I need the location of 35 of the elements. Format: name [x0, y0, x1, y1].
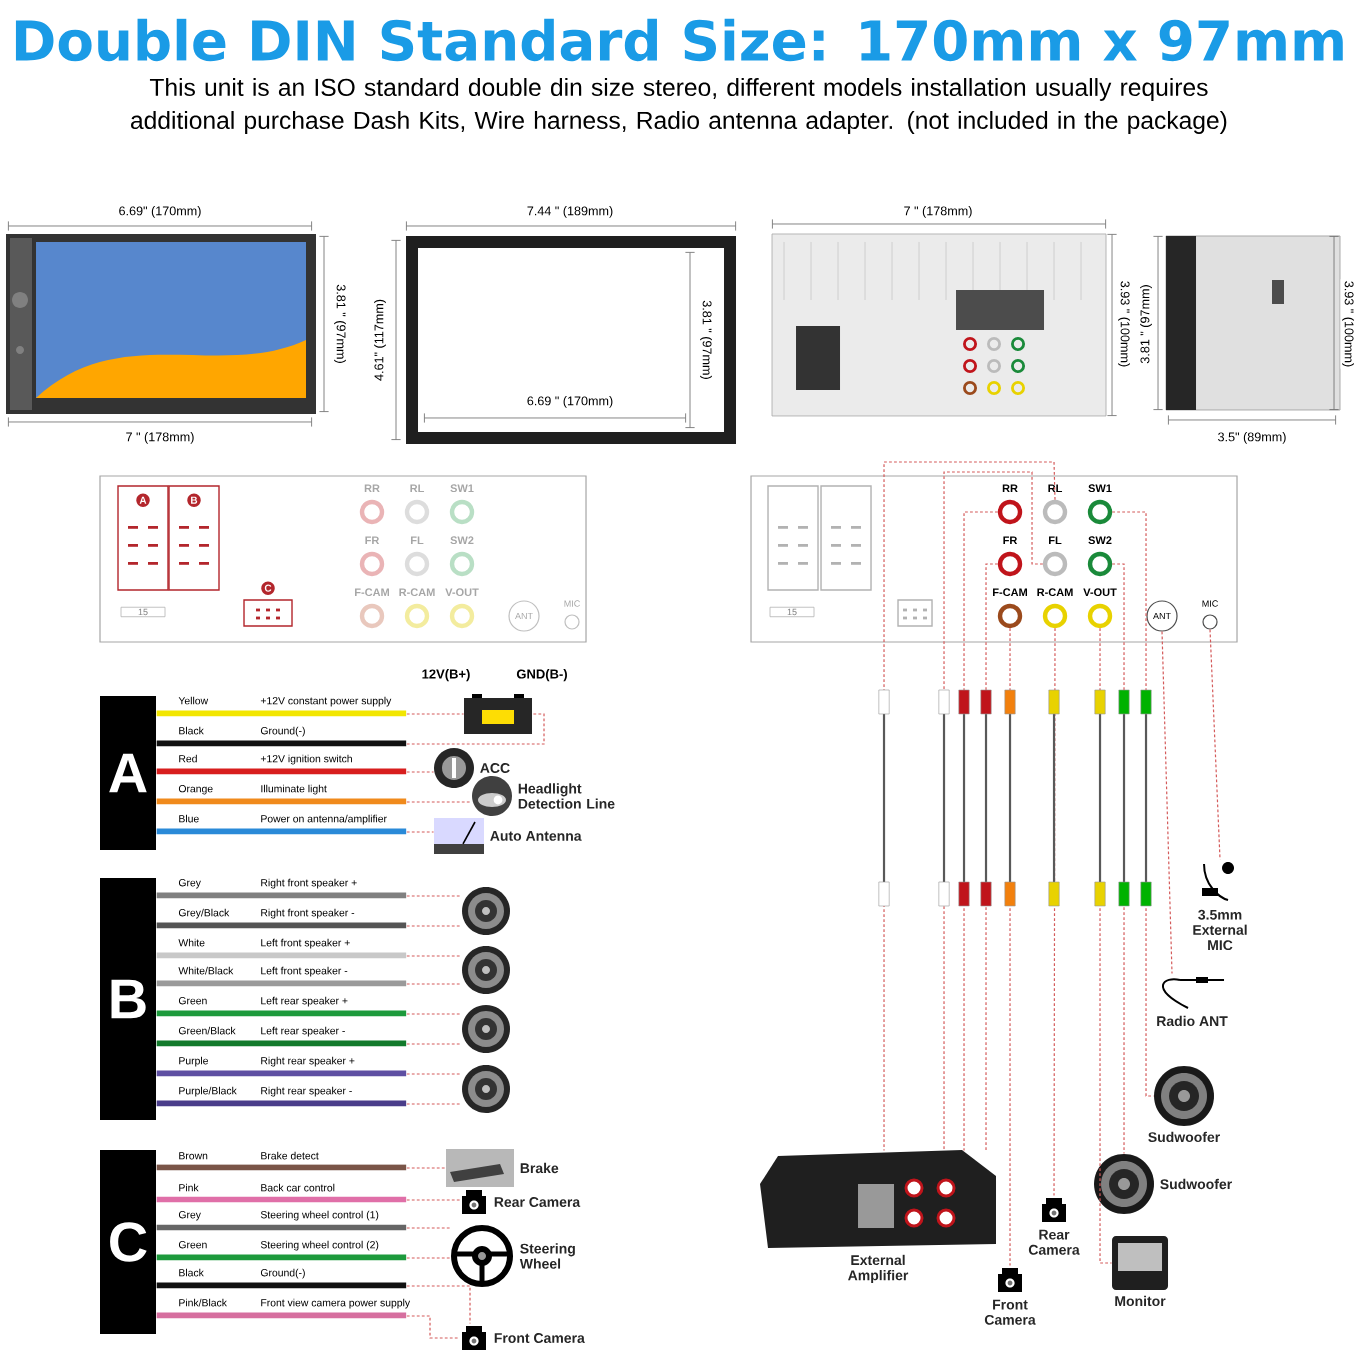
connector-line [406, 713, 465, 715]
connector-line [406, 925, 463, 927]
connector-line [406, 1315, 461, 1339]
connector-panel [99, 475, 587, 643]
harness-block: C [100, 1150, 156, 1334]
harness-block: A [100, 696, 156, 850]
connector-line [406, 1073, 463, 1075]
connector-line [406, 1013, 463, 1015]
connector-line [406, 895, 463, 897]
connector-line [406, 771, 435, 773]
description-text: This unit is an ISO standard double din size stereo, different models installation usually requires additional purchase Dash Kits, Wire harness, Radio antenna adapter. (not included in the package) [131, 78, 1227, 134]
speaker-icon [462, 1005, 510, 1053]
harness-block: B [100, 878, 156, 1120]
speaker-icon [462, 946, 510, 994]
connector-line [406, 1257, 451, 1259]
connector-line [406, 983, 463, 985]
harness-connector [767, 485, 819, 591]
connector-line [1161, 631, 1173, 975]
connector-panel [750, 475, 1238, 643]
connector-line [406, 801, 473, 803]
title: Double DIN Standard Size: 170mm x 97mm [15, 18, 1343, 62]
connector-line [406, 1227, 451, 1229]
harness-connector [897, 599, 933, 627]
connector-line [406, 831, 435, 833]
connector-line [406, 1167, 447, 1169]
harness-connector [820, 485, 872, 591]
connector-line [406, 1043, 463, 1045]
connector-line [406, 1199, 461, 1201]
speaker-icon [462, 887, 510, 935]
connector-line [406, 955, 463, 957]
connector-line [1209, 629, 1221, 861]
speaker-icon [462, 1065, 510, 1113]
connector-line [406, 713, 545, 745]
connector-line [406, 1103, 463, 1105]
connector-line [406, 1285, 471, 1325]
